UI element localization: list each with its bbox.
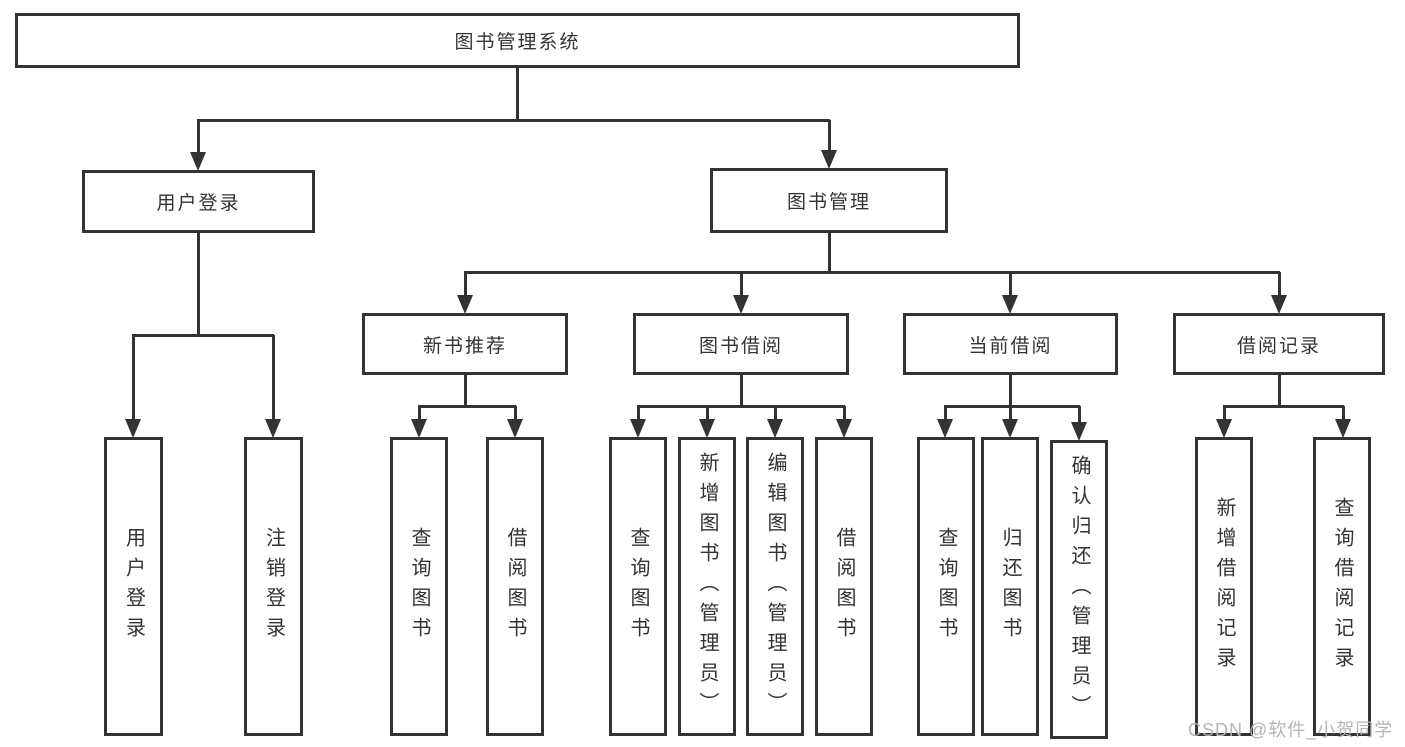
connector-line [1278,272,1281,298]
arrow-down-icon [1071,422,1087,441]
arrow-down-icon [457,295,473,314]
connector-line [1342,406,1345,423]
node-label: 图书管理 [786,192,871,213]
connector-line [132,335,135,423]
connector-line [1078,406,1081,426]
node-label: 新增借阅记录 [1213,496,1235,677]
arrow-down-icon [411,419,427,438]
node-book-management: 图书管理 [710,168,948,233]
connector-line [197,233,200,335]
arrow-down-icon [630,419,646,438]
connector-line [944,405,1080,408]
connector-line [706,406,709,423]
connector-line [514,406,517,423]
node-label: 用户登录 [122,526,145,647]
node-label: 图书借阅 [698,335,783,357]
leaf-logout: 注销登录 [244,437,303,736]
connector-line [774,406,777,423]
node-library-management-system: 图书管理系统 [15,13,1020,68]
connector-line [740,375,743,406]
leaf-confirm-return-admin: 确认归还（管理员） [1050,440,1108,739]
connector-line [637,405,845,408]
node-new-book-recommendation: 新书推荐 [362,313,568,375]
leaf-user-login: 用户登录 [104,437,163,736]
connector-line [516,68,519,120]
connector-line [132,334,274,337]
arrow-down-icon [733,295,749,314]
node-label: 注销登录 [262,526,285,647]
arrow-down-icon [937,419,953,438]
connector-line [843,406,846,423]
node-label: 查询借阅记录 [1331,496,1353,677]
connector-line [740,272,743,298]
connector-line [1223,406,1226,423]
connector-line [1009,272,1012,298]
connector-line [1278,375,1281,406]
node-label: 查询图书 [935,526,957,647]
node-user-login: 用户登录 [82,170,315,233]
connector-line [272,335,275,423]
node-borrowing-records: 借阅记录 [1173,313,1385,375]
connector-line [828,233,831,272]
node-label: 新增图书（管理员） [696,451,718,722]
connector-line [418,406,421,423]
arrow-down-icon [821,150,837,169]
connector-line [197,120,200,155]
connector-line [1223,405,1344,408]
leaf-borrow-books-recommend: 借阅图书 [486,437,544,736]
connector-line [944,406,947,423]
arrow-down-icon [699,419,715,438]
node-label: 当前借阅 [968,335,1053,357]
arrow-down-icon [190,152,206,171]
arrow-down-icon [265,419,281,438]
arrow-down-icon [507,419,523,438]
leaf-edit-books-admin: 编辑图书（管理员） [746,437,804,736]
connector-line [464,272,467,298]
connector-line [1009,375,1012,406]
connector-line [828,120,831,153]
arrow-down-icon [1002,419,1018,438]
node-label: 新书推荐 [422,335,507,357]
leaf-return-books: 归还图书 [981,437,1039,736]
node-book-borrowing: 图书借阅 [633,313,849,375]
node-label: 查询图书 [408,526,430,647]
node-label: 编辑图书（管理员） [764,451,786,722]
connector-line [418,405,516,408]
arrow-down-icon [1002,295,1018,314]
leaf-query-borrow-record: 查询借阅记录 [1313,437,1371,736]
connector-line [464,375,467,406]
leaf-add-books-admin: 新增图书（管理员） [678,437,736,736]
arrow-down-icon [767,419,783,438]
node-label: 借阅图书 [504,526,526,647]
arrow-down-icon [125,419,141,438]
node-label: 用户登录 [156,193,241,214]
leaf-query-books-current: 查询图书 [917,437,975,736]
connector-line [637,406,640,423]
csdn-watermark: CSDN @软件_小贺同学 [1188,720,1394,740]
leaf-query-books-borrowing: 查询图书 [609,437,667,736]
leaf-add-borrow-record: 新增借阅记录 [1195,437,1253,736]
connector-line [1009,406,1012,423]
node-label: 图书管理系统 [454,32,581,53]
node-label: 借阅图书 [833,526,855,647]
node-label: 借阅记录 [1236,335,1321,357]
node-current-borrowing: 当前借阅 [903,313,1118,375]
connector-line [197,119,830,122]
leaf-query-books-recommend: 查询图书 [390,437,448,736]
arrow-down-icon [1335,419,1351,438]
arrow-down-icon [836,419,852,438]
leaf-borrow-books-borrowing: 借阅图书 [815,437,873,736]
arrow-down-icon [1216,419,1232,438]
node-label: 确认归还（管理员） [1068,454,1090,725]
node-label: 查询图书 [627,526,649,647]
connector-line [464,271,1280,274]
arrow-down-icon [1271,295,1287,314]
node-label: 归还图书 [999,526,1021,647]
